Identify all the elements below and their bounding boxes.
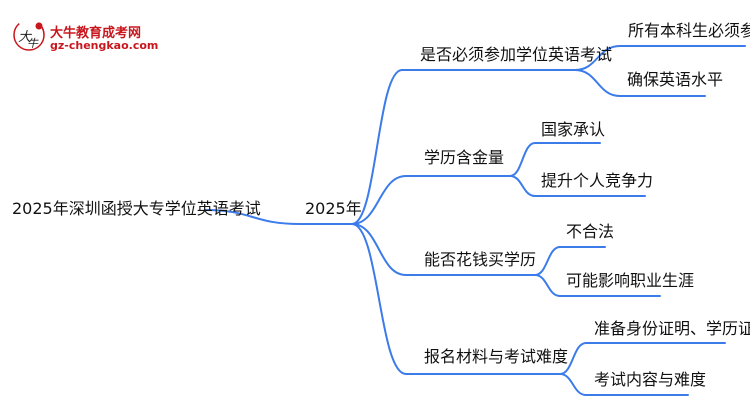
connector-root-center xyxy=(204,209,301,225)
leaf-node-1-1: 所有本科生必须参加 xyxy=(628,21,750,40)
connector-branch-2-leaf-1 xyxy=(509,142,536,177)
connector-branch-1-leaf-1 xyxy=(574,45,621,71)
leaf-node-2-2: 提升个人竞争力 xyxy=(541,171,654,190)
svg-text:牛: 牛 xyxy=(27,37,39,50)
connector-branch-4-leaf-2 xyxy=(559,373,587,396)
leaf-node-2-1: 国家承认 xyxy=(541,120,606,139)
mindmap-root-node: 2025年深圳函授大专学位英语考试 xyxy=(12,199,261,218)
svg-text:大: 大 xyxy=(18,30,33,45)
logo-site-name: 大牛教育成考网 xyxy=(50,26,142,41)
connector-center-branch-4 xyxy=(351,223,407,375)
connector-center-branch-1 xyxy=(351,69,403,225)
mindmap-center-node: 2025年 xyxy=(305,199,362,218)
connector-branch-4-leaf-1 xyxy=(559,342,587,375)
leaf-node-4-1: 准备身份证明、学历证明 xyxy=(594,319,750,338)
branch-node-2: 学历含金量 xyxy=(424,148,505,167)
connector-center-branch-2 xyxy=(351,175,407,225)
logo-mark-icon: 大 牛 xyxy=(13,19,45,51)
leaf-node-4-2: 考试内容与难度 xyxy=(594,370,707,389)
connector-branch-1-leaf-2 xyxy=(574,69,621,97)
connector-center-branch-3 xyxy=(351,223,407,276)
leaf-node-3-2: 可能影响职业生涯 xyxy=(566,271,695,290)
connector-branch-2-leaf-2 xyxy=(509,175,536,197)
logo-site-url: gz-chengkao.com xyxy=(50,39,159,52)
branch-node-4: 报名材料与考试难度 xyxy=(424,347,569,366)
leaf-node-1-2: 确保英语水平 xyxy=(627,70,724,89)
site-logo: 大 牛 大牛教育成考网 gz-chengkao.com xyxy=(10,18,160,54)
connector-branch-3-leaf-2 xyxy=(534,274,561,297)
connector-branch-3-leaf-1 xyxy=(534,246,561,276)
branch-node-3: 能否花钱买学历 xyxy=(424,250,537,269)
leaf-node-3-1: 不合法 xyxy=(566,222,615,241)
branch-node-1: 是否必须参加学位英语考试 xyxy=(420,45,613,64)
